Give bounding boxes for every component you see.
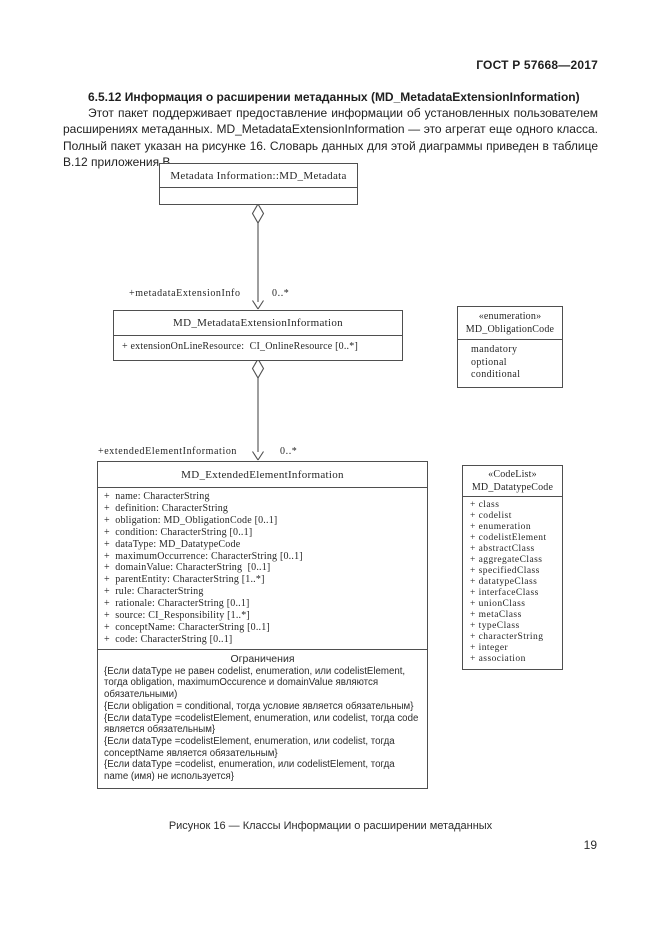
codelist-value: + aggregateClass [470, 555, 543, 565]
codelist-value: + metaClass [470, 610, 522, 620]
page-number: 19 [583, 838, 597, 852]
class-title: MD_MetadataExtensionInformation [173, 317, 343, 329]
class-attribute: + rule: CharacterString [104, 586, 204, 598]
codelist-value: + enumeration [470, 522, 532, 532]
codelist-header: «CodeList» MD_DatatypeCode [463, 466, 562, 496]
class-title: Metadata Information::MD_Metadata [170, 169, 347, 182]
constraint: {Если dataType =codelist, enumeration, и… [104, 759, 398, 783]
class-attribute: + code: CharacterString [0..1] [104, 633, 233, 645]
figure-caption: Рисунок 16 — Классы Информации о расшире… [168, 820, 493, 832]
class-attribute: + source: CI_Responsibility [1..*] [104, 610, 250, 622]
section-heading: 6.5.12 Информация о расширении метаданны… [88, 90, 580, 104]
codelist-value: + association [470, 654, 526, 664]
class-attribute: + conceptName: CharacterString [0..1] [104, 621, 270, 633]
enumeration-header: «enumeration» MD_ObligationCode [458, 307, 562, 339]
class-attribute: + parentEntity: CharacterString [1..*] [104, 574, 265, 586]
class-attribute: + maximumOccurrence: CharacterString [0.… [104, 550, 303, 562]
association-role-metadataExtensionInfo: +metadataExtensionInfo [129, 288, 241, 299]
body-paragraph: Этот пакет поддерживает предоставление и… [63, 106, 598, 169]
constraint: {Если dataType =codelistElement, enumera… [104, 712, 422, 736]
association-role-extendedElementInformation: +extendedElementInformation [98, 446, 238, 457]
codelist-value: + typeClass [470, 621, 520, 631]
class-attribute: + name: CharacterString [104, 491, 210, 502]
class-attributes-empty [160, 187, 357, 204]
class-attribute: + extensionOnLineResource: CI_OnlineReso… [122, 341, 358, 352]
class-constraints: Ограничения {Если dataType не равен code… [98, 648, 427, 788]
codelist-values: + class+ codelist+ enumeration+ codelist… [463, 496, 562, 669]
codelist-value: + integer [470, 643, 509, 653]
class-attributes: + name: CharacterString+ definition: Cha… [98, 487, 427, 649]
codelist-value: + interfaceClass [470, 588, 539, 598]
open-arrowhead-icon [252, 300, 264, 310]
codelist-value: + codelist [470, 511, 512, 521]
class-box-md-extended-element-information: MD_ExtendedElementInformation + name: Ch… [97, 461, 428, 789]
codelist-value: + codelistElement [470, 533, 547, 543]
class-attribute: + domainValue: CharacterString [0..1] [104, 562, 271, 574]
class-box-md-metadata: Metadata Information::MD_Metadata [159, 163, 358, 205]
association-multiplicity: 0..* [272, 288, 290, 299]
constraint: {Если dataType =codelistElement, enumera… [104, 736, 398, 759]
class-attribute: + condition: CharacterString [0..1] [104, 526, 253, 538]
enumeration-value: conditional [471, 369, 521, 380]
codelist-value: + datatypeClass [470, 577, 538, 587]
association-multiplicity: 0..* [280, 446, 298, 457]
class-attribute: + rationale: CharacterString [0..1] [104, 598, 250, 610]
class-attribute: + obligation: MD_ObligationCode [0..1] [104, 514, 278, 526]
aggregation-diamond-icon [251, 357, 265, 380]
codelist-name: MD_DatatypeCode [471, 481, 554, 493]
class-attributes: + extensionOnLineResource: CI_OnlineReso… [114, 335, 402, 360]
aggregation-diamond-icon [251, 202, 265, 225]
class-attribute: + definition: CharacterString [104, 502, 229, 514]
constraints-title: Ограничения [230, 652, 295, 665]
document-header: ГОСТ Р 57668—2017 [476, 58, 598, 72]
enumeration-box-md-obligation-code: «enumeration» MD_ObligationCode mandator… [457, 306, 563, 388]
class-title: MD_ExtendedElementInformation [181, 468, 344, 481]
enumeration-value: mandatory [471, 344, 518, 355]
codelist-value: + abstractClass [470, 544, 535, 554]
open-arrowhead-icon [252, 451, 264, 461]
stereotype-label: «enumeration» [478, 311, 542, 322]
codelist-value: + class [470, 500, 500, 510]
class-attribute: + dataType: MD_DatatypeCode [104, 538, 241, 550]
codelist-box-md-datatype-code: «CodeList» MD_DatatypeCode + class+ code… [462, 465, 563, 670]
codelist-value: + specifiedClass [470, 566, 540, 576]
class-box-md-metadata-extension-information: MD_MetadataExtensionInformation + extens… [113, 310, 403, 361]
enumeration-name: MD_ObligationCode [465, 323, 555, 335]
enumeration-value: optional [471, 356, 507, 368]
constraint: {Если obligation = conditional, тогда ус… [104, 700, 414, 712]
constraint: {Если dataType не равен codelist, enumer… [104, 665, 408, 701]
constraints-list: {Если dataType не равен codelist, enumer… [104, 666, 421, 783]
codelist-value: + characterString [470, 632, 544, 642]
stereotype-label: «CodeList» [488, 469, 537, 480]
codelist-value: + unionClass [470, 599, 526, 609]
